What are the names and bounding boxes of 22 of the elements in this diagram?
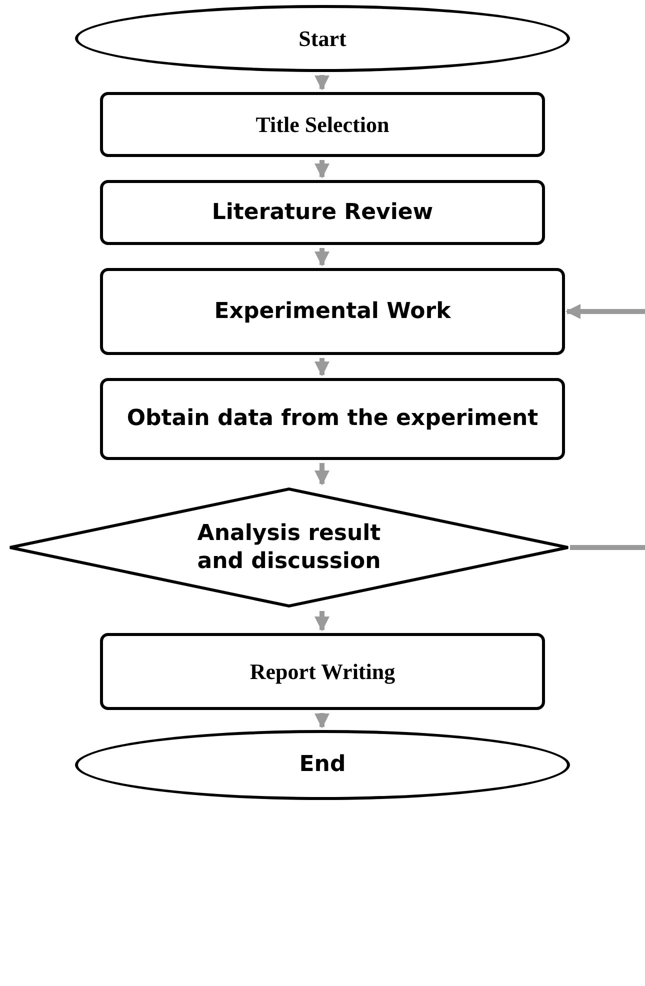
node-label: Analysis result and discussion [196, 520, 382, 575]
decision-diamond [8, 487, 570, 608]
process-box [100, 92, 545, 157]
node-label: Experimental Work [214, 298, 451, 326]
process-box [100, 180, 545, 245]
process-box [100, 633, 545, 710]
node-label: Literature Review [212, 198, 434, 226]
arrow [314, 713, 330, 728]
arrow [314, 611, 330, 632]
node-label: End [299, 751, 346, 779]
arrow [314, 463, 330, 486]
node-label: Obtain data from the experiment [126, 405, 538, 433]
arrow [314, 75, 330, 90]
node-label: Start [298, 24, 346, 52]
arrow [314, 160, 330, 178]
arrow [314, 358, 330, 376]
arrow [314, 248, 330, 266]
process-box [100, 268, 565, 355]
arrow [566, 304, 645, 319]
process-box [100, 378, 565, 460]
node-label: Report Writing [250, 658, 396, 686]
node-label: Title Selection [256, 110, 390, 138]
